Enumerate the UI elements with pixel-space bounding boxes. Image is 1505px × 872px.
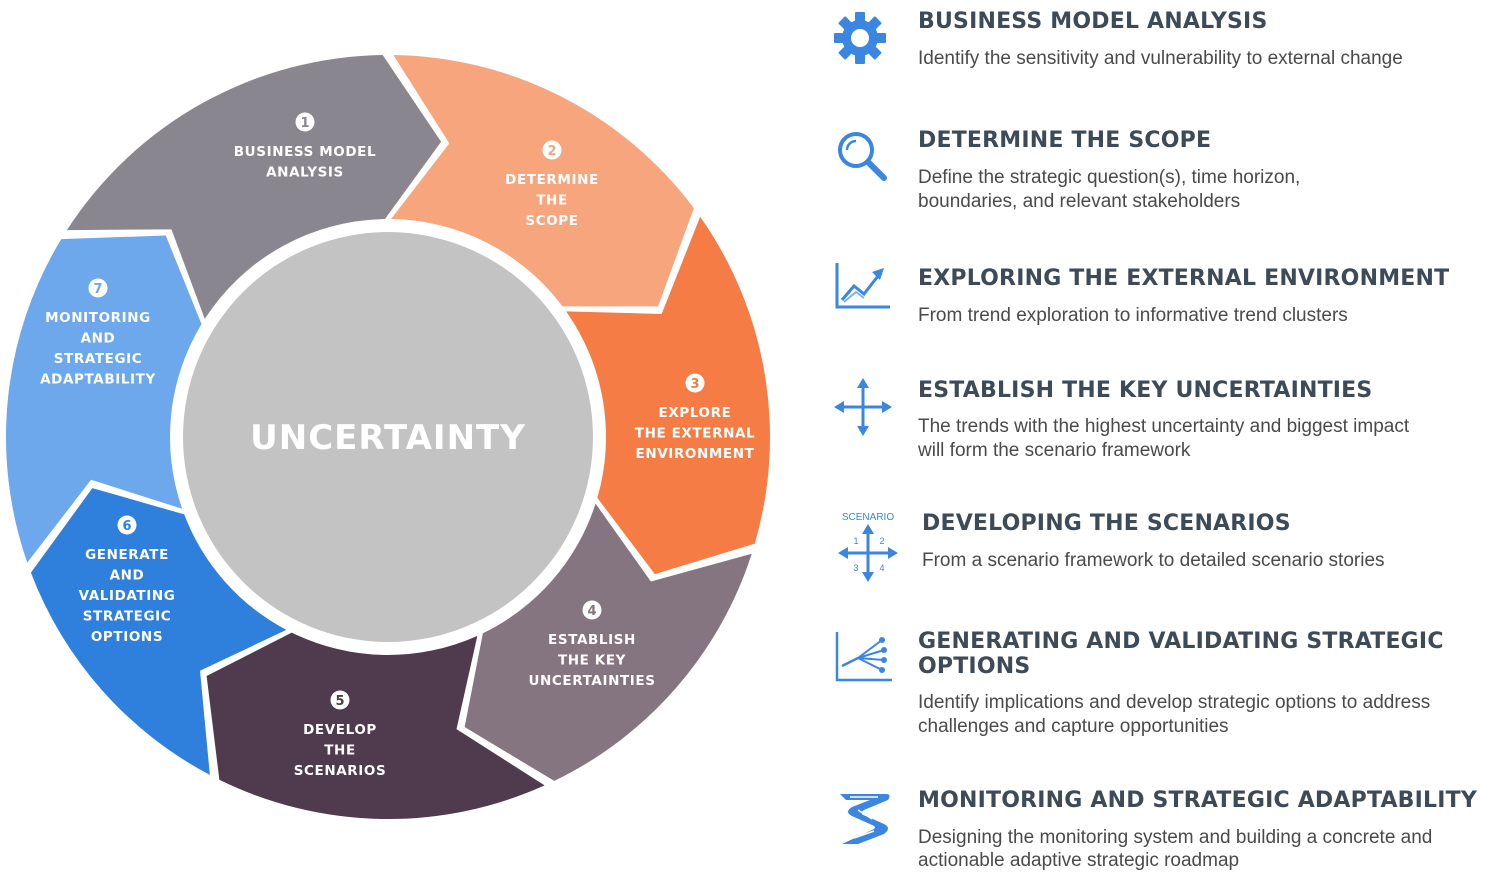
scenario-matrix-icon: SCENARIO 1 2 3 4 (838, 512, 898, 582)
segment-label-line: EXPLORE (659, 405, 732, 421)
step-number-badge (88, 278, 108, 298)
step-number-badge (542, 140, 562, 160)
segment-label-line: DEVELOP (303, 722, 377, 738)
segment-label-line: DETERMINE (505, 172, 599, 188)
segment-label-line: STRATEGIC (54, 351, 143, 367)
step-title-establish-key-uncertainties: ESTABLISH THE KEY UNCERTAINTIES (918, 378, 1373, 403)
cycle-segment-1 (66, 55, 442, 319)
cycle-segments (5, 55, 770, 819)
step-title-monitoring-strategic-adaptability: MONITORING AND STRATEGIC ADAPTABILITY (918, 788, 1477, 813)
step-number: 2 (547, 144, 556, 159)
segment-label-line: OPTIONS (91, 629, 163, 645)
segment-label-line: AND (110, 568, 145, 584)
cycle-segment-4 (464, 503, 752, 781)
segment-label-line: THE KEY (558, 653, 626, 669)
step-title-determine-scope: DETERMINE THE SCOPE (918, 128, 1212, 153)
step-desc-business-model-analysis: Identify the sensitivity and vulnerabili… (918, 48, 1403, 69)
step-number: 4 (587, 604, 596, 619)
cycle-segment-2 (391, 55, 694, 307)
segment-label-line: SCENARIOS (294, 763, 387, 779)
step-desc-establish-key-uncertainties: The trends with the highest uncertainty … (918, 416, 1410, 461)
segment-label-line: SCOPE (525, 213, 578, 229)
gear-icon (834, 12, 886, 64)
cycle-segment-3 (566, 216, 770, 575)
step-number: 3 (690, 377, 699, 392)
segment-label-line: ESTABLISH (548, 632, 636, 648)
step-number: 1 (300, 116, 309, 131)
magnifier-icon (838, 132, 887, 181)
scenario-quadrant-3: 3 (853, 563, 858, 573)
step-desc-generating-validating-options: Identify implications and develop strate… (918, 692, 1431, 737)
step-number: 5 (335, 694, 344, 709)
four-arrows-icon (834, 378, 892, 436)
cycle-segment-6 (30, 488, 287, 775)
step-title-exploring-external-environment: EXPLORING THE EXTERNAL ENVIRONMENT (918, 266, 1450, 291)
segment-label-line: THE EXTERNAL (635, 426, 755, 442)
center-circle (183, 232, 593, 642)
cycle-segment-7 (5, 235, 202, 563)
segment-label-line: ANALYSIS (266, 165, 344, 181)
step-desc-developing-scenarios: From a scenario framework to detailed sc… (922, 550, 1385, 571)
step-number-badge (685, 373, 705, 393)
step-number-badge (330, 690, 350, 710)
segment-label-line: AND (81, 331, 116, 347)
step-number: 7 (93, 282, 102, 297)
center-label: UNCERTAINTY (250, 418, 526, 458)
branching-options-icon (835, 632, 892, 682)
cycle-segment-5 (206, 632, 545, 819)
step-desc-determine-scope: Define the strategic question(s), time h… (918, 167, 1301, 212)
segment-label-line: STRATEGIC (83, 609, 172, 625)
segment-label-line: MONITORING (45, 310, 151, 326)
step-number-badge (582, 600, 602, 620)
segment-label-line: BUSINESS MODEL (234, 144, 376, 160)
step-title-business-model-analysis: BUSINESS MODEL ANALYSIS (918, 9, 1268, 34)
step-desc-monitoring-strategic-adaptability: Designing the monitoring system and buil… (918, 827, 1433, 871)
scenario-quadrant-2: 2 (879, 536, 884, 546)
scenario-icon-label: SCENARIO (842, 512, 894, 523)
step-number-badge (117, 515, 137, 535)
trend-chart-icon (835, 263, 890, 309)
segment-label-line: THE (324, 743, 356, 759)
segment-label-line: ADAPTABILITY (40, 372, 156, 388)
segment-label-line: GENERATE (85, 547, 169, 563)
scenario-quadrant-1: 1 (853, 536, 858, 546)
step-number: 6 (122, 519, 131, 534)
step-number-badge (295, 112, 315, 132)
step-title-generating-validating-options: GENERATING AND VALIDATING STRATEGIC OPTI… (918, 629, 1444, 679)
segment-label-line: VALIDATING (79, 588, 176, 604)
scenario-quadrant-4: 4 (879, 563, 884, 573)
step-title-developing-scenarios: DEVELOPING THE SCENARIOS (922, 511, 1291, 536)
segment-label-line: ENVIRONMENT (636, 446, 755, 462)
step-desc-exploring-external-environment: From trend exploration to informative tr… (918, 305, 1348, 326)
segment-label-line: UNCERTAINTIES (528, 673, 655, 689)
segment-label-line: THE (536, 193, 568, 209)
winding-road-icon (840, 794, 890, 844)
